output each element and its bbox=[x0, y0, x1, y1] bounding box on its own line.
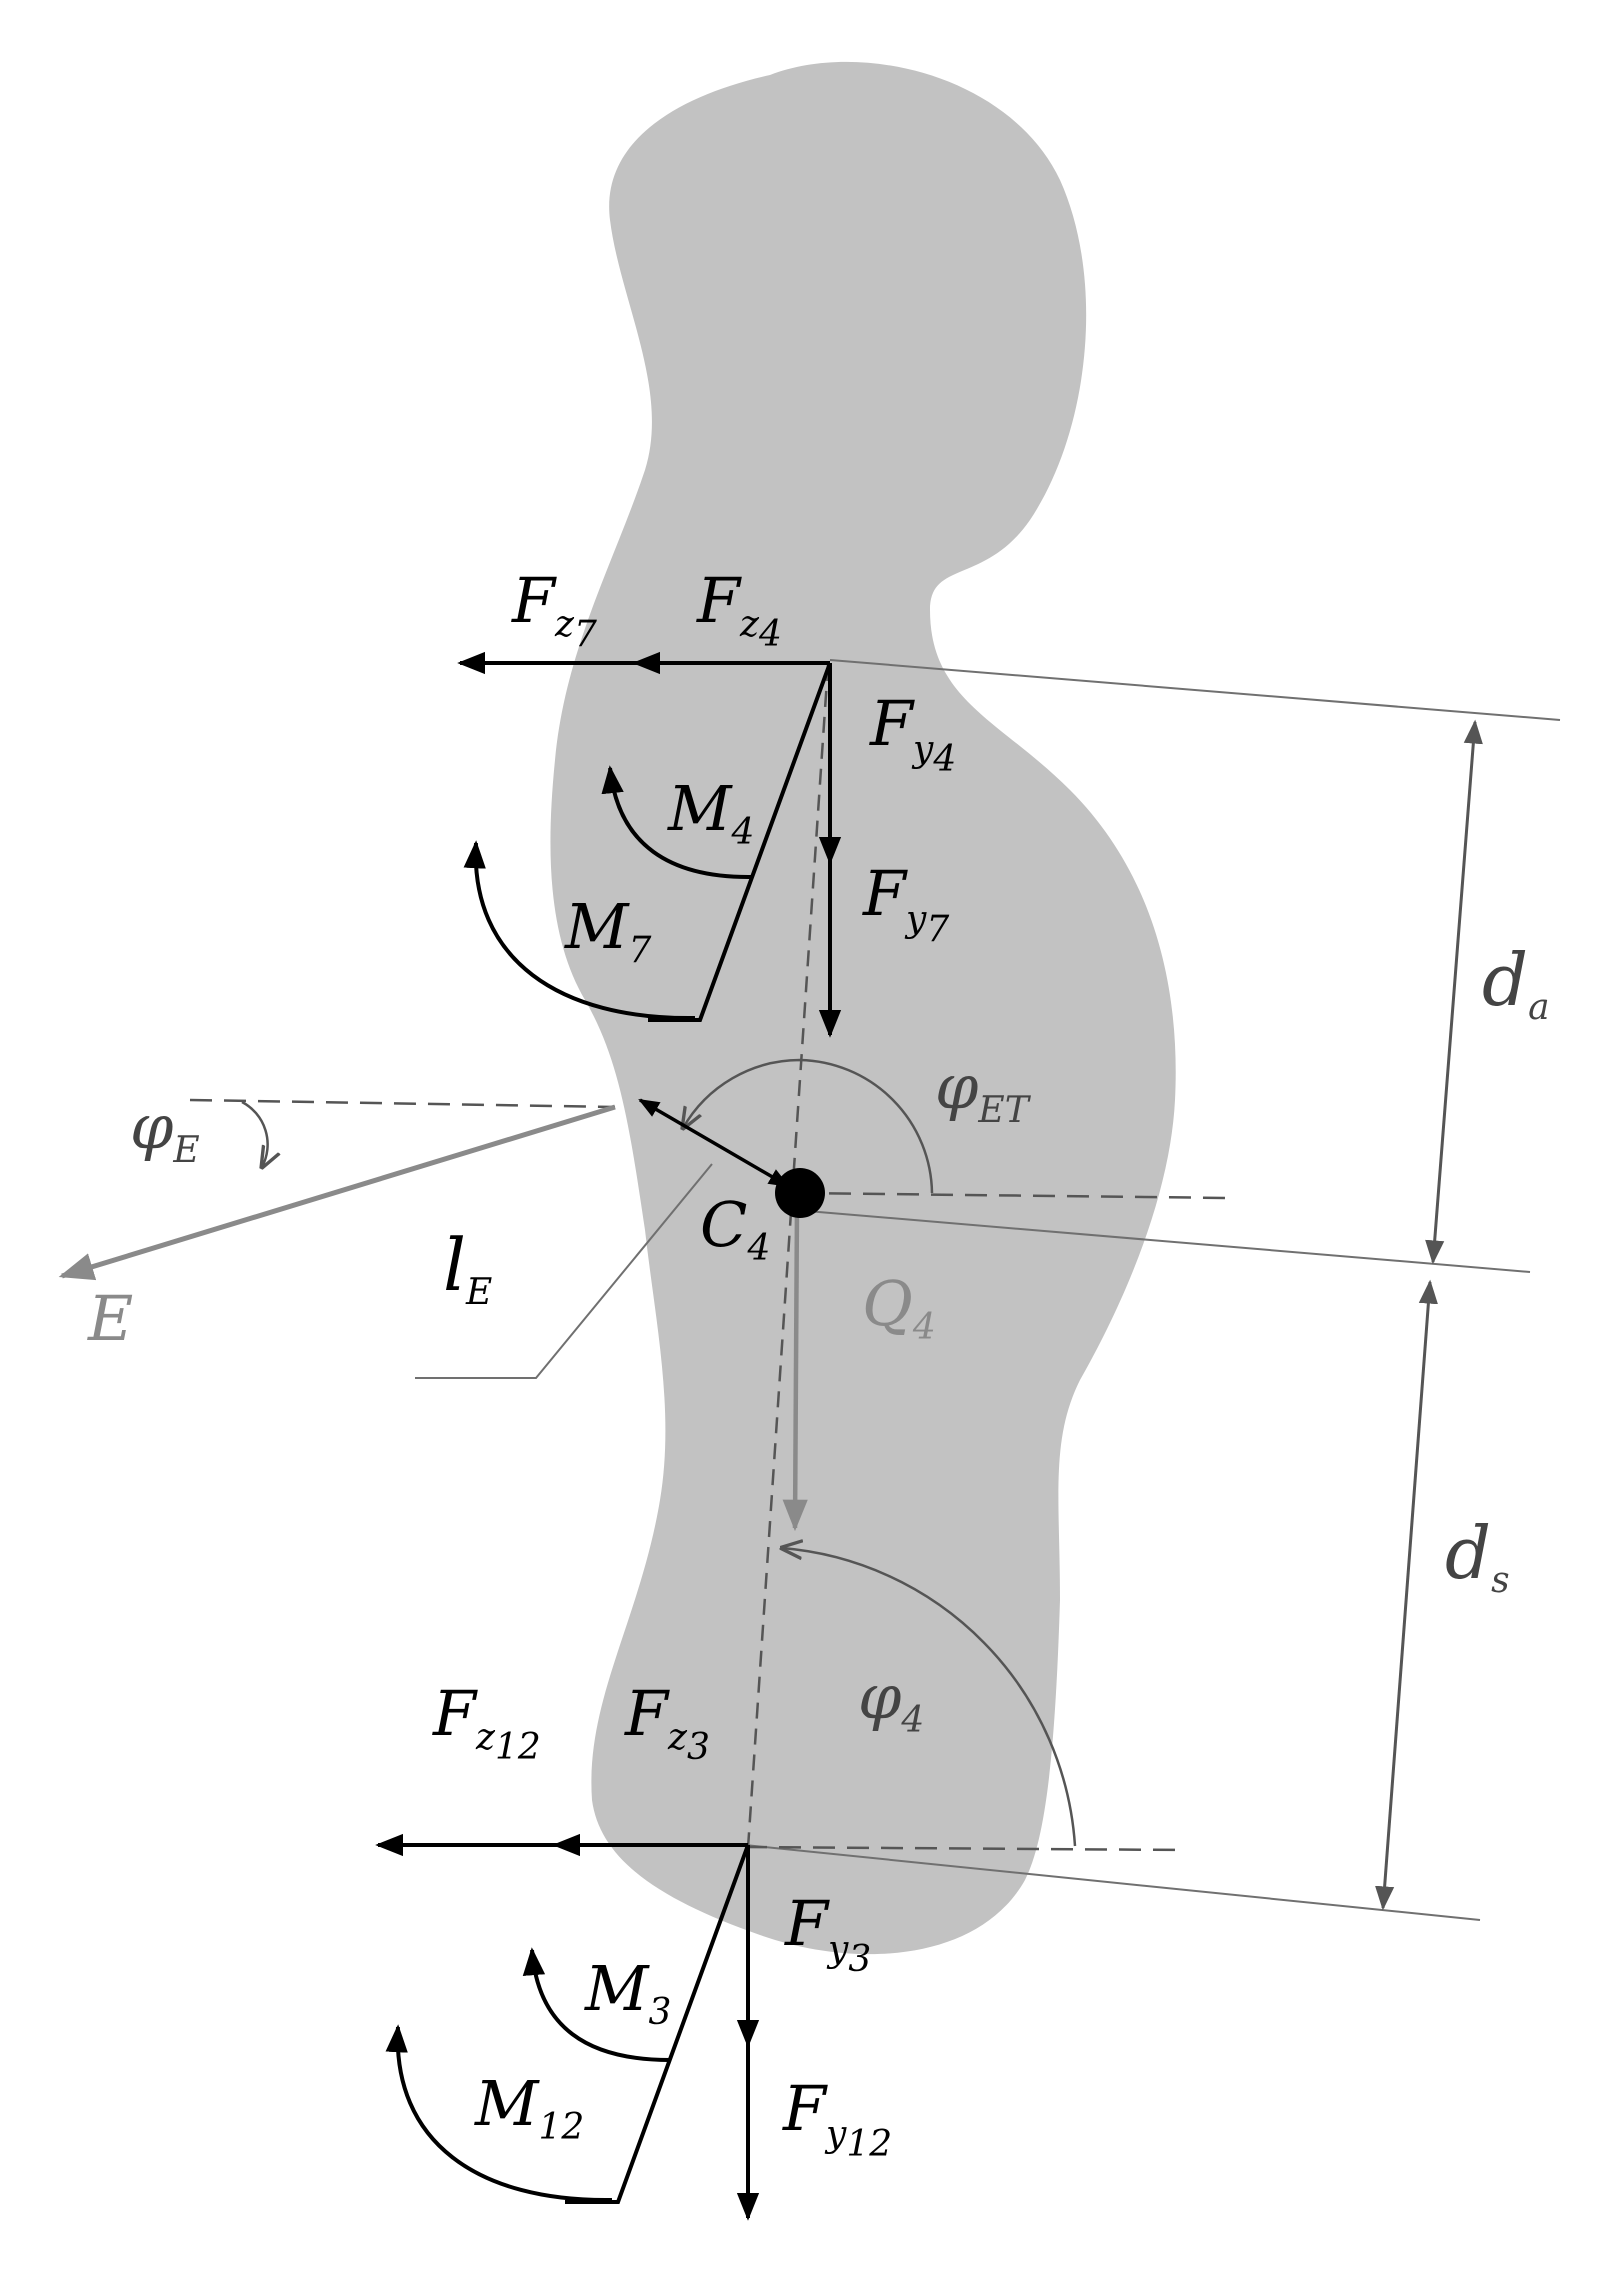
label-da: da bbox=[1482, 938, 1550, 1028]
moment-m7-arrow bbox=[463, 840, 696, 1021]
moment-m12-arrow bbox=[385, 2024, 613, 2203]
label-m3: M3 bbox=[584, 1952, 671, 2033]
label-ds: ds bbox=[1445, 1511, 1510, 1601]
force-q4-arrow bbox=[782, 1204, 808, 1532]
leader-line-le bbox=[415, 1163, 713, 1379]
moment-arm-top bbox=[648, 662, 832, 1022]
label-fz12: Fz12 bbox=[432, 1677, 541, 1768]
reference-line-e bbox=[189, 1098, 616, 1109]
label-fz7: Fz7 bbox=[511, 564, 597, 655]
reference-line-bottom bbox=[744, 1845, 1186, 1852]
label-e: E bbox=[87, 1282, 133, 1355]
center-of-mass-c4-dot bbox=[775, 1168, 825, 1218]
label-c4: C4 bbox=[700, 1188, 770, 1269]
label-le: lE bbox=[443, 1223, 492, 1313]
extension-line-bottom bbox=[744, 1844, 1481, 1921]
label-m7: M7 bbox=[564, 890, 651, 971]
label-phi-e: φE bbox=[130, 1090, 200, 1171]
label-m12: M12 bbox=[474, 2067, 584, 2148]
label-phi-4: φ4 bbox=[858, 1660, 924, 1741]
label-fz3: Fz3 bbox=[624, 1677, 710, 1768]
dimension-da-arrow bbox=[1425, 719, 1483, 1265]
label-fy7: Fy7 bbox=[862, 857, 949, 950]
force-e-arrow bbox=[58, 1104, 616, 1281]
angle-arc-phi-et bbox=[683, 1058, 934, 1194]
label-fz4: Fz4 bbox=[696, 564, 782, 655]
label-fy12: Fy12 bbox=[782, 2072, 892, 2165]
extension-line-top bbox=[829, 659, 1561, 721]
lever-arm-le-arrow bbox=[638, 1098, 790, 1188]
angle-arc-phi-4 bbox=[782, 1548, 1077, 1847]
label-fy4: Fy4 bbox=[869, 687, 956, 780]
label-phi-et: φET bbox=[935, 1050, 1032, 1131]
reference-line-c4 bbox=[794, 1191, 1231, 1200]
label-m4: M4 bbox=[667, 772, 754, 853]
label-q4: Q4 bbox=[862, 1267, 936, 1348]
body-axis-dashed bbox=[746, 664, 830, 1849]
moment-m4-arrow bbox=[601, 765, 753, 880]
dimension-ds-arrow bbox=[1375, 1279, 1438, 1911]
moment-m3-arrow bbox=[522, 1947, 671, 2062]
label-fy3: Fy3 bbox=[784, 1887, 871, 1980]
moment-arm-bottom bbox=[565, 1844, 750, 2204]
angle-arc-phi-e bbox=[241, 1100, 268, 1167]
body-silhouette bbox=[550, 61, 1176, 1955]
extension-line-middle bbox=[794, 1209, 1531, 1273]
